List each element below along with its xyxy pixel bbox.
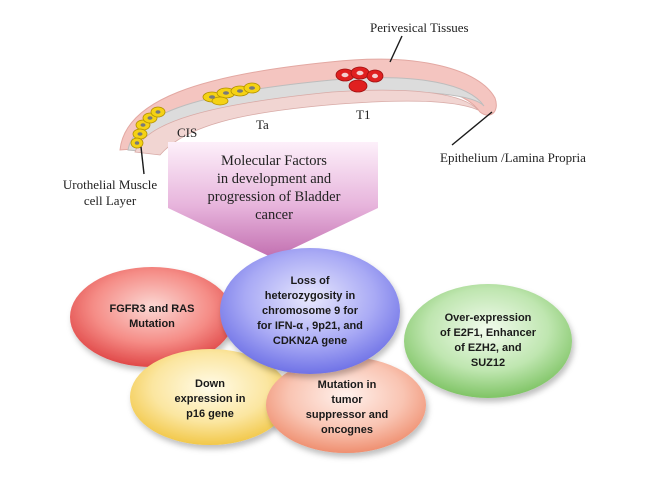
- molecular-factors-callout-arrow: [168, 142, 378, 258]
- bubble-loss-of-heterozygosity: [220, 248, 400, 374]
- bubble-down-line: Down: [195, 377, 225, 390]
- bubble-down-expression: [130, 349, 290, 445]
- ta-cells: [202, 82, 261, 106]
- bubble-loh-line: Loss of: [290, 274, 330, 287]
- callout-title-line-1: Molecular Factors: [221, 153, 327, 169]
- bubble-fgfr3-line: FGFR3 and RAS: [109, 303, 195, 315]
- bubble-overexpression: [404, 284, 572, 398]
- ta-label: Ta: [256, 117, 269, 132]
- bubble-overexpression-line: SUZ12: [470, 357, 506, 369]
- bubble-mutation-line: oncognes: [321, 424, 373, 436]
- perivesical-leader-line: [389, 35, 403, 63]
- bubble-mutation-line: suppressor and: [305, 409, 389, 421]
- bubble-loh-line: chromosome 9 for: [262, 304, 358, 317]
- callout-title-line-3: progression of Bladder: [207, 189, 341, 205]
- urothelial-label-line-2: cell Layer: [83, 193, 137, 208]
- bubble-down-text: Down expression in p16 gene: [150, 372, 270, 426]
- bubble-loh-line: heterozygosity in: [264, 289, 356, 302]
- bubble-mutation-text: Mutation in tumor suppressor and oncogne…: [282, 374, 412, 442]
- callout-title-line-2: in development and: [216, 171, 332, 187]
- cis-label: CIS: [177, 125, 198, 140]
- bubble-loh-line: CDKN2A gene: [272, 334, 348, 347]
- bubble-fgfr3-line: Mutation: [129, 318, 175, 330]
- urothelial-muscle-label: Urothelial Muscle cell Layer: [55, 177, 165, 209]
- bubble-mutation-line: tumor: [331, 394, 363, 406]
- bubble-fgfr3-ras-text: FGFR3 and RAS Mutation: [82, 290, 222, 344]
- bubble-loh-text: Loss of heterozygosity in chromosome 9 f…: [228, 270, 392, 352]
- bubble-overexpression-line: of EZH2, and: [454, 342, 522, 354]
- lamina-propria-layer: [134, 89, 479, 156]
- bladder-wall-illustration: [119, 58, 497, 156]
- callout-title: Molecular Factors in development and pro…: [178, 152, 370, 224]
- callout-title-line-4: cancer: [255, 207, 293, 223]
- bubble-loh-line: for IFN-α , 9p21, and: [257, 319, 363, 332]
- bubble-down-line: p16 gene: [186, 407, 234, 420]
- t1-label: T1: [356, 107, 371, 122]
- cis-cells: [130, 106, 166, 149]
- epithelium-lamina-propria-label: Epithelium /Lamina Propria: [440, 150, 586, 165]
- epithelium-leader-line: [451, 111, 493, 146]
- bubble-mutation-tumor: [266, 357, 426, 453]
- urothelial-label-line-1: Urothelial Muscle: [62, 177, 158, 192]
- urothelial-leader-line: [140, 146, 145, 175]
- bubble-overexpression-text: Over-expression of E2F1, Enhancer of EZH…: [415, 306, 561, 376]
- bubble-down-line: expression in: [174, 392, 246, 405]
- bubble-overexpression-line: of E2F1, Enhancer: [440, 327, 536, 339]
- t1-cells: [335, 66, 384, 93]
- bubble-fgfr3-ras: [70, 267, 234, 367]
- bubble-overexpression-line: Over-expression: [444, 312, 532, 324]
- leader-lines: [140, 35, 493, 175]
- bubble-mutation-line: Mutation in: [317, 379, 377, 391]
- perivesical-tissues-label: Perivesical Tissues: [370, 20, 469, 35]
